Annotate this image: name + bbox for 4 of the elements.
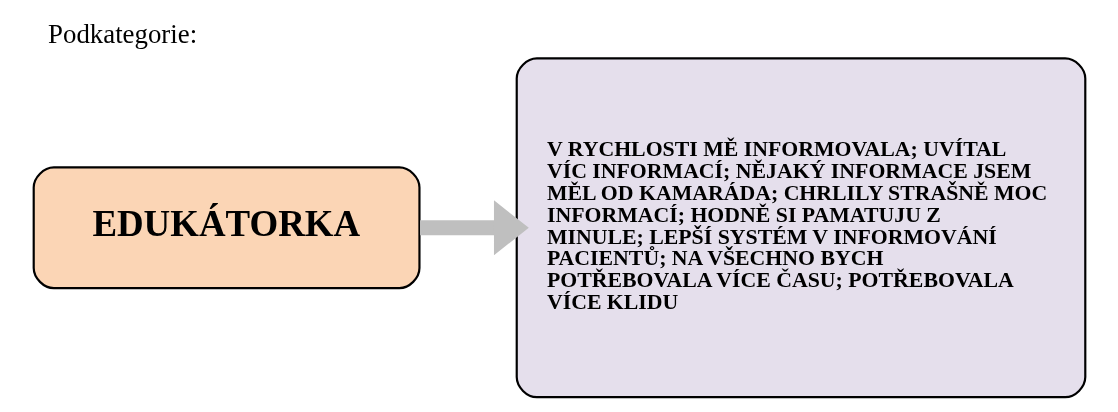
diagram-title: Podkategorie:: [47, 18, 197, 49]
arrow: [419, 200, 529, 256]
node-box: EDUKÁTORKA: [32, 166, 421, 290]
node-box: V RYCHLOSTI MĚ INFORMOVALA; UVÍTAL VÍC INFORMACÍ; NĚJAKÝ INFORMACE JSEM MĚL OD KAMARÁDA; CHRLILY STRAŠNĚ MOC INFORMACÍ; HODNĚ SI PAMATUJU Z MINULE; LEPŠÍ SYSTÉM V INFORMOVÁNÍ PACIENTŮ; NA VŠECHNO BYCH POTŘEBOVALA VÍCE ČASU; POTŘEBOVALA VÍCE KLIDU: [515, 57, 1086, 399]
